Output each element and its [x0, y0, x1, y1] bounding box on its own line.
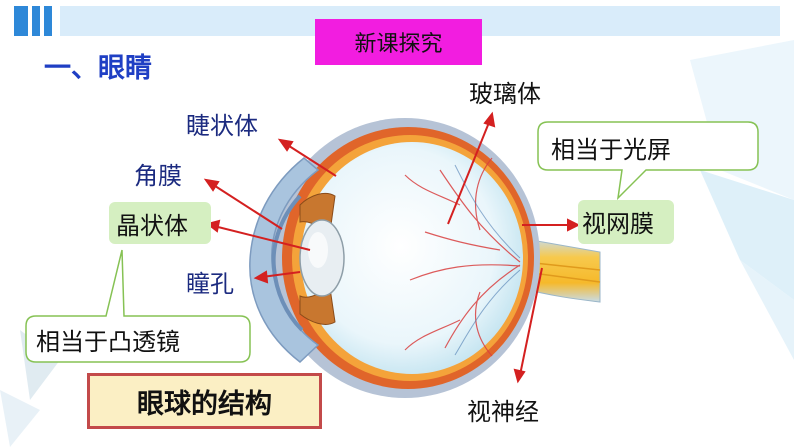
cornea-outline [271, 194, 304, 332]
lens-callout-bubble [25, 249, 251, 363]
label-ciliary-body: 睫状体 [186, 112, 258, 140]
label-optic-nerve: 视神经 [467, 398, 539, 426]
section-badge: 新课探究 [315, 19, 482, 65]
cornea-region [249, 157, 320, 363]
label-cornea: 角膜 [134, 162, 182, 190]
label-lens: 晶状体 [116, 212, 188, 240]
pointer-arrows [203, 111, 581, 384]
screen-callout-bubble [537, 121, 759, 201]
label-pupil: 瞳孔 [186, 270, 234, 298]
topbar-square-2 [32, 6, 40, 36]
callout-screen-text: 相当于光屏 [551, 136, 671, 164]
ciliary-iris-bottom [299, 287, 336, 325]
vitreous-body [301, 142, 523, 374]
page-title: 一、眼睛 [44, 53, 152, 84]
topbar-square-1 [14, 6, 28, 36]
optic-nerve-shape [519, 237, 601, 303]
label-retina-box [578, 200, 674, 244]
blood-vessels [404, 157, 521, 357]
label-retina: 视网膜 [582, 210, 654, 238]
label-lens-box [109, 202, 211, 244]
diagram-caption: 眼球的结构 [87, 373, 322, 429]
label-vitreous: 玻璃体 [469, 80, 541, 108]
topbar-square-3 [44, 6, 52, 36]
callout-convex-lens-text: 相当于凸透镜 [36, 328, 180, 356]
